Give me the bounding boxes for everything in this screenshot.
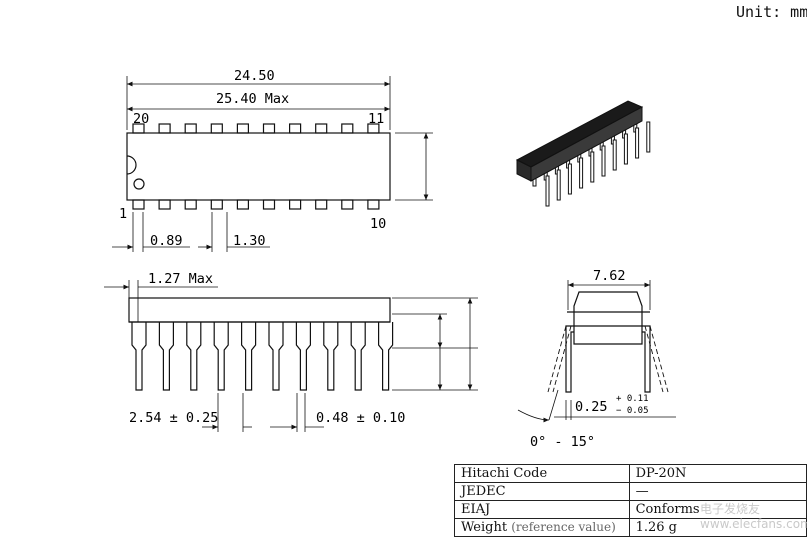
top-pin <box>367 123 380 134</box>
table-key: EIAJ <box>454 500 630 519</box>
table-value: Conforms <box>628 500 807 519</box>
pin1-notch <box>126 155 137 175</box>
iso-leg <box>646 121 651 153</box>
package-info-table: Hitachi Code DP-20N JEDEC — EIAJ Conform… <box>454 464 807 537</box>
top-pin <box>367 199 380 210</box>
side-view <box>104 280 478 432</box>
iso-leg <box>623 133 628 165</box>
iso-leg <box>612 139 617 171</box>
length-dim-label: 24.50 <box>234 68 275 84</box>
end-view-body <box>573 291 643 345</box>
top-pin <box>315 123 328 134</box>
top-pin <box>289 123 302 134</box>
top-view-body <box>126 132 391 201</box>
iso-leg <box>579 157 584 189</box>
top-pin <box>289 199 302 210</box>
top-pin <box>184 123 197 134</box>
end-view-left-lead <box>565 325 574 393</box>
iso-leg <box>590 151 595 183</box>
side-lead <box>268 322 284 391</box>
iso-legs-front-row <box>545 121 651 207</box>
table-row: Hitachi Code DP-20N <box>454 464 807 483</box>
table-key: Weight (reference value) <box>454 518 630 537</box>
top-view <box>112 76 433 252</box>
pin-11-label: 11 <box>368 111 384 127</box>
top-pin <box>315 199 328 210</box>
pin-1-label: 1 <box>119 206 127 222</box>
table-row: Weight (reference value) 1.26 g <box>454 518 807 537</box>
top-pin <box>262 123 276 134</box>
side-lead <box>158 322 174 391</box>
top-pin <box>184 199 197 210</box>
table-key: Hitachi Code <box>454 464 630 483</box>
row-spacing-dim-label: 7.62 <box>593 268 626 284</box>
weight-key-suffix: (reference value) <box>511 520 616 534</box>
top-pin <box>262 199 276 210</box>
end-offset-dim-label: 1.27 Max <box>148 271 213 287</box>
iso-leg <box>601 145 606 177</box>
top-pin <box>236 199 249 210</box>
watermark: 电子发烧友 www.elecfans.com <box>700 502 807 531</box>
iso-leg <box>635 127 640 159</box>
lead-width-dim-label: 0.48 ± 0.10 <box>316 410 405 426</box>
pin1-index-dot <box>133 178 145 190</box>
end-view <box>517 280 676 423</box>
table-value: 1.26 g <box>628 518 807 537</box>
table-row: JEDEC — <box>454 482 807 501</box>
pin-width-dim-label: 0.89 <box>150 233 183 249</box>
top-pin <box>132 123 145 134</box>
side-lead <box>186 322 202 391</box>
package-3d-illustration <box>515 100 651 207</box>
side-lead <box>241 322 257 391</box>
top-pin <box>158 199 171 210</box>
top-pin <box>210 123 223 134</box>
top-pin <box>236 123 249 134</box>
side-view-leads <box>131 322 394 391</box>
side-lead <box>350 322 366 391</box>
weight-key: Weight <box>461 520 508 535</box>
lead-thickness-dim-label: 0.25 <box>575 399 608 415</box>
side-lead <box>323 322 339 391</box>
side-view-body <box>128 297 391 323</box>
table-value: — <box>628 482 807 501</box>
pin-20-label: 20 <box>133 111 149 127</box>
end-view-right-lead <box>642 325 651 393</box>
iso-leg <box>567 163 572 195</box>
side-lead <box>378 322 394 391</box>
side-lead <box>213 322 229 391</box>
top-pins-lower-row <box>132 199 380 210</box>
top-pin <box>341 199 354 210</box>
top-pin <box>132 199 145 210</box>
iso-leg <box>556 169 561 201</box>
lead-thickness-tol-plus: + 0.11 <box>616 394 649 404</box>
pitch-dim-label: 2.54 ± 0.25 <box>129 410 218 426</box>
unit-label: Unit: mm <box>736 3 807 21</box>
table-value: DP-20N <box>628 464 807 483</box>
pin-10-label: 10 <box>370 216 386 232</box>
pin-spacing-dim-label: 1.30 <box>233 233 266 249</box>
max-length-dim-label: 25.40 Max <box>216 91 289 107</box>
top-pin <box>158 123 171 134</box>
top-pin <box>341 123 354 134</box>
top-pin <box>210 199 223 210</box>
side-lead <box>131 322 147 391</box>
top-pins-upper-row <box>132 123 380 134</box>
lead-thickness-tol-minus: − 0.05 <box>616 406 649 416</box>
angle-dim-label: 0° - 15° <box>530 434 595 450</box>
side-lead <box>295 322 311 391</box>
iso-leg <box>545 175 550 207</box>
table-key: JEDEC <box>454 482 630 501</box>
